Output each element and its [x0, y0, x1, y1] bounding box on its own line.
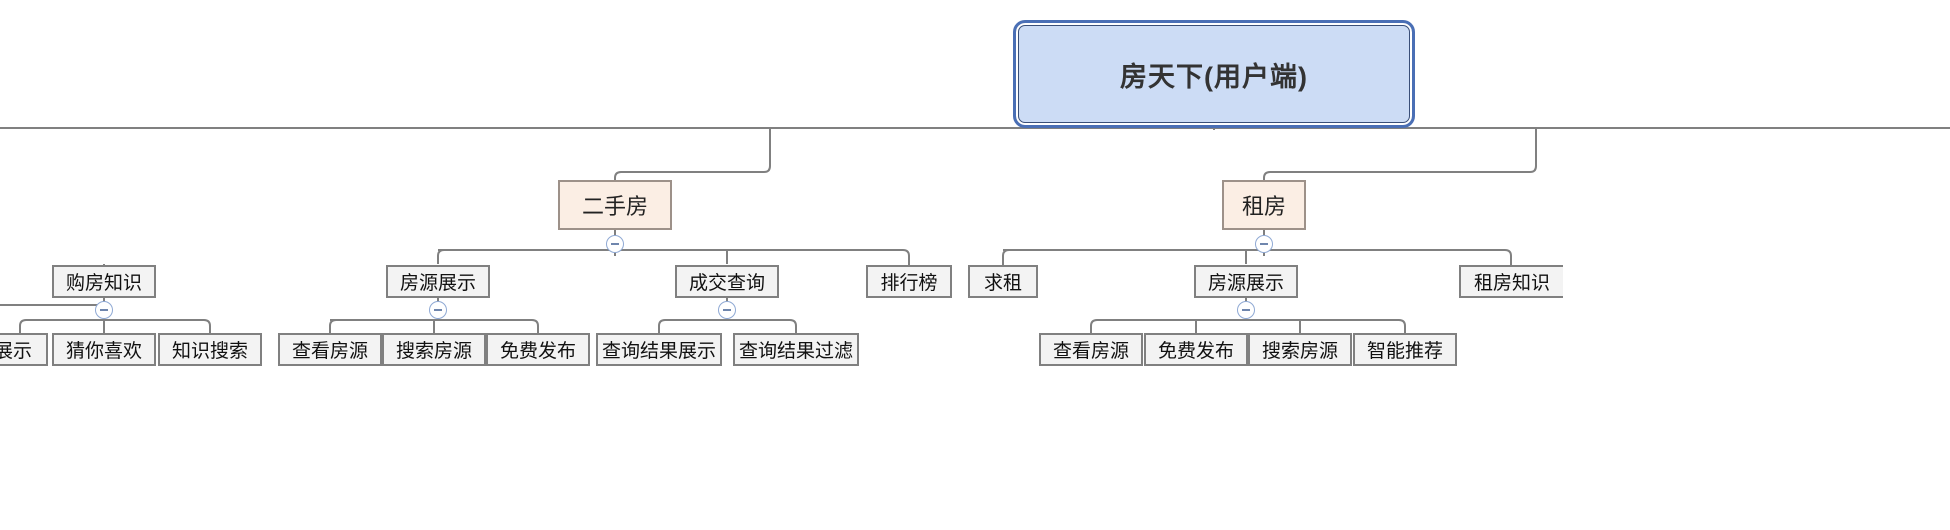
node-fangyuanzhanshi-2[interactable]: 房源展示: [1194, 265, 1298, 298]
node-chakanfangyuan-2-label: 查看房源: [1052, 341, 1129, 362]
node-sousuofangyuan-1[interactable]: 搜索房源: [382, 333, 486, 366]
node-zufang[interactable]: 租房: [1222, 180, 1306, 230]
node-zhinengtuijian[interactable]: 智能推荐: [1353, 333, 1457, 366]
node-mianfeifabu-1-label: 免费发布: [499, 341, 576, 362]
node-mianfeifabu-2[interactable]: 免费发布: [1144, 333, 1248, 366]
root-node-label: 房天下(用户端): [1120, 61, 1308, 92]
node-chakanfangyuan-1-label: 查看房源: [291, 341, 368, 362]
collapse-toggle-goufangzhishi[interactable]: [95, 301, 113, 319]
node-mianfeifabu-1[interactable]: 免费发布: [486, 333, 590, 366]
node-zhanshi[interactable]: 展示: [0, 333, 48, 366]
node-ershoufang[interactable]: 二手房: [558, 180, 672, 230]
node-goufangzhishi-label: 购房知识: [65, 273, 142, 294]
node-cainixihuan-label: 猜你喜欢: [65, 341, 142, 362]
collapse-toggle-ershoufang[interactable]: [606, 235, 624, 253]
root-node[interactable]: 房天下(用户端): [1013, 20, 1415, 128]
node-chaxunjieguoguolv-label: 查询结果过滤: [738, 341, 853, 362]
node-paihangbang-label: 排行榜: [880, 273, 938, 294]
node-chaxunjieguozhanshi[interactable]: 查询结果展示: [596, 333, 722, 366]
node-qiuzu[interactable]: 求租: [968, 265, 1038, 298]
node-ershoufang-label: 二手房: [581, 194, 648, 219]
node-chakanfangyuan-1[interactable]: 查看房源: [278, 333, 382, 366]
collapse-toggle-zufang[interactable]: [1255, 235, 1273, 253]
node-fangyuanzhanshi-1[interactable]: 房源展示: [386, 265, 490, 298]
collapse-toggle-chengjiaochaxun[interactable]: [718, 301, 736, 319]
node-cainixihuan[interactable]: 猜你喜欢: [52, 333, 156, 366]
node-chengjiaochaxun[interactable]: 成交查询: [675, 265, 779, 298]
node-zufangzhishi[interactable]: 租房知识: [1459, 265, 1563, 298]
node-fangyuanzhanshi-2-label: 房源展示: [1207, 273, 1284, 294]
node-chakanfangyuan-2[interactable]: 查看房源: [1039, 333, 1143, 366]
node-zufangzhishi-label: 租房知识: [1473, 273, 1550, 294]
node-zhishisousuo-label: 知识搜索: [171, 341, 248, 362]
node-zhishisousuo[interactable]: 知识搜索: [158, 333, 262, 366]
node-zufang-label: 租房: [1241, 194, 1286, 219]
node-zhinengtuijian-label: 智能推荐: [1366, 341, 1443, 362]
node-zhanshi-label: 展示: [0, 341, 32, 362]
node-mianfeifabu-2-label: 免费发布: [1157, 341, 1234, 362]
node-goufangzhishi[interactable]: 购房知识: [52, 265, 156, 298]
node-chengjiaochaxun-label: 成交查询: [688, 273, 765, 294]
node-qiuzu-label: 求租: [983, 273, 1022, 294]
node-sousuofangyuan-1-label: 搜索房源: [395, 341, 472, 362]
collapse-toggle-fangyuanzhanshi-1[interactable]: [429, 301, 447, 319]
collapse-toggle-fangyuanzhanshi-2[interactable]: [1237, 301, 1255, 319]
node-sousuofangyuan-2[interactable]: 搜索房源: [1248, 333, 1352, 366]
node-paihangbang[interactable]: 排行榜: [866, 265, 952, 298]
node-chaxunjieguoguolv[interactable]: 查询结果过滤: [733, 333, 859, 366]
node-sousuofangyuan-2-label: 搜索房源: [1261, 341, 1338, 362]
node-fangyuanzhanshi-1-label: 房源展示: [399, 273, 476, 294]
node-chaxunjieguozhanshi-label: 查询结果展示: [601, 341, 716, 362]
